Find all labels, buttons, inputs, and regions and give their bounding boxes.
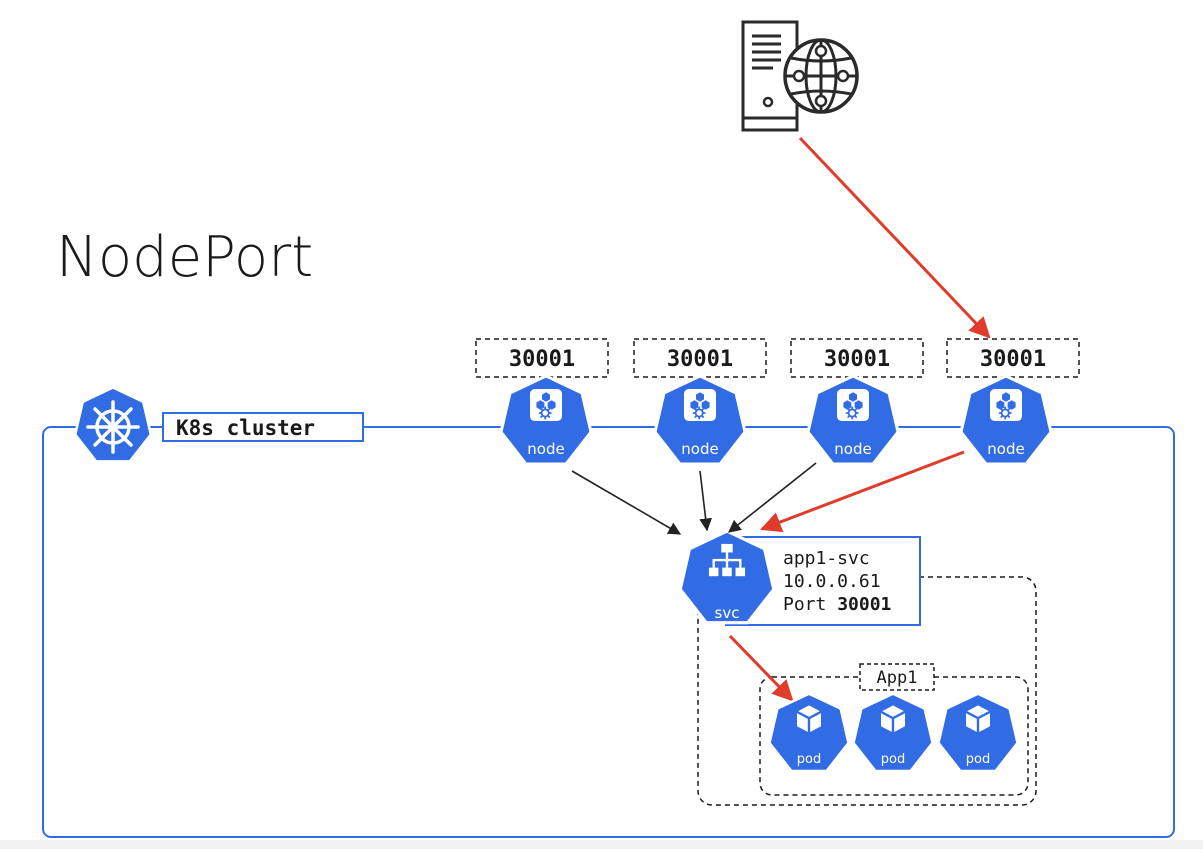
arrow-node3-to-svc <box>727 462 817 533</box>
node-icon <box>990 389 1022 421</box>
web-server-icon <box>741 20 859 132</box>
service-name: app1-svc <box>783 548 870 569</box>
cluster-boundary <box>42 426 1175 838</box>
svc-label: svc <box>715 604 740 622</box>
app-group-label: App1 <box>877 668 918 688</box>
arrow-node1-to-svc <box>571 470 682 535</box>
node-label: node <box>681 440 718 458</box>
arrow-node2-to-svc <box>699 470 712 532</box>
arrow-node4-to-svc <box>760 450 965 533</box>
node-4: node <box>959 374 1053 466</box>
arrow-svc-to-pod <box>728 634 794 702</box>
port-label: 30001 <box>824 347 890 372</box>
port-label: 30001 <box>980 347 1046 372</box>
service-port-value: 30001 <box>837 594 891 615</box>
arrow-client-to-node4 <box>798 136 991 339</box>
port-box-node4: 30001 <box>946 338 1080 378</box>
pod-3: pod <box>937 692 1019 773</box>
bottom-strip <box>0 840 1203 849</box>
node-3: node <box>806 374 900 466</box>
pod-label: pod <box>797 752 821 767</box>
port-box-node2: 30001 <box>633 338 767 378</box>
pod-2: pod <box>852 692 934 773</box>
node-label: node <box>834 440 871 458</box>
port-label: 30001 <box>667 347 733 372</box>
node-label: node <box>987 440 1024 458</box>
pod-label: pod <box>966 752 990 767</box>
page-title: NodePort <box>56 225 313 290</box>
port-box-node1: 30001 <box>475 338 609 378</box>
node-1: node <box>499 374 593 466</box>
service-ip: 10.0.0.61 <box>783 571 881 592</box>
pod-1: pod <box>768 692 850 773</box>
node-icon <box>530 389 562 421</box>
service-port: Port 30001 <box>783 594 891 615</box>
port-box-node3: 30001 <box>790 338 924 378</box>
app-group-label-box: App1 <box>859 663 935 691</box>
cluster-header: K8s cluster <box>162 412 364 442</box>
node-label: node <box>527 440 564 458</box>
helm-wheel-icon <box>73 386 153 463</box>
node-2: node <box>653 374 747 466</box>
cluster-label: K8s cluster <box>176 416 315 440</box>
port-label: 30001 <box>509 347 575 372</box>
node-icon <box>837 389 869 421</box>
pod-label: pod <box>881 752 905 767</box>
node-icon <box>684 389 716 421</box>
service-svc: svc <box>678 529 776 625</box>
